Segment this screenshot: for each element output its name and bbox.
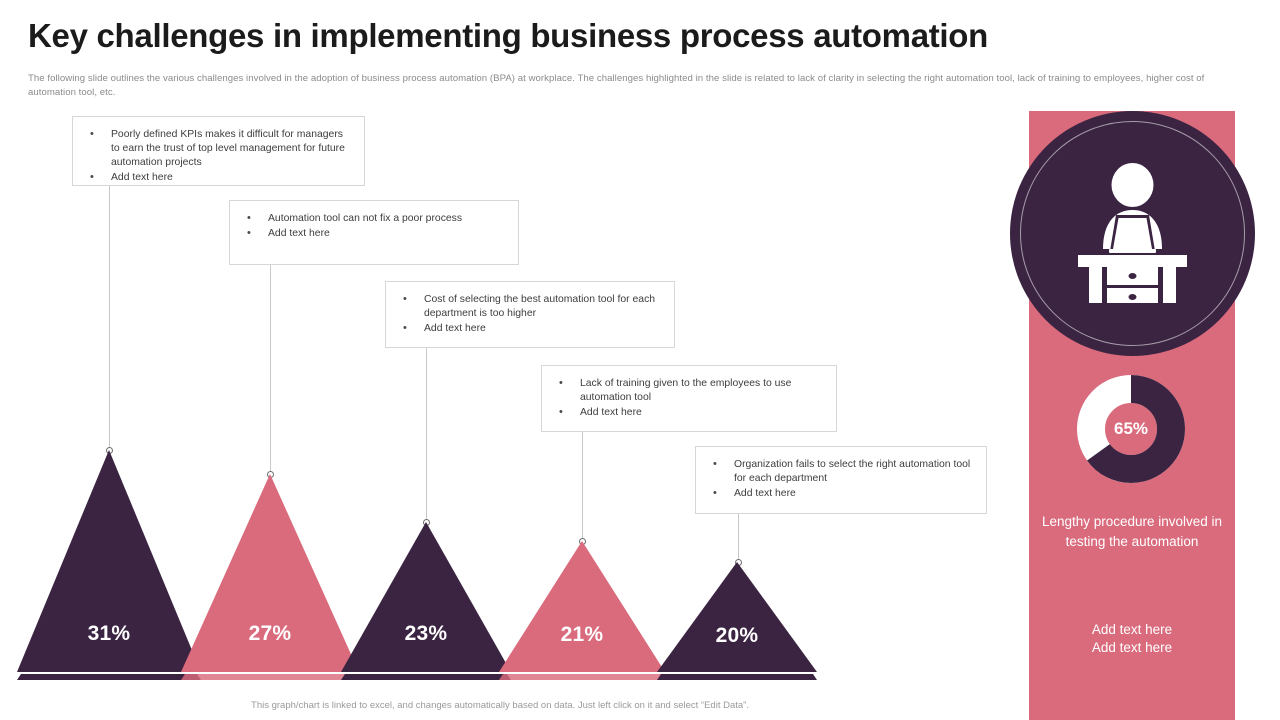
panel-caption: Lengthy procedure involved in testing th… [1041, 514, 1223, 549]
callout-bullet-list: Lack of training given to the employees … [554, 376, 824, 420]
chart-bar-label-4: 21% [560, 623, 604, 646]
list-item: Add text here [242, 226, 506, 241]
chart-bar-3[interactable]: 23% [341, 522, 511, 680]
connector-line-5 [738, 514, 739, 562]
list-item: Add text here [398, 321, 662, 336]
callout-bullet-list: Poorly defined KPIs makes it difficult f… [85, 127, 352, 185]
donut-chart-value: 65% [1113, 419, 1149, 438]
list-item: Add text here [554, 405, 824, 420]
connector-line-4 [582, 432, 583, 541]
page-title: Key challenges in implementing business … [28, 17, 989, 54]
donut-chart [1077, 375, 1185, 483]
triangle-shape [341, 522, 511, 680]
callout-box-2[interactable]: Automation tool can not fix a poor proce… [229, 200, 519, 265]
list-item: Lack of training given to the employees … [554, 376, 824, 405]
avatar-ring-decoration [1020, 121, 1245, 346]
chart-bar-1[interactable]: 31% [17, 450, 201, 680]
panel-add-text: Add text here Add text here [1036, 621, 1228, 657]
list-item: Automation tool can not fix a poor proce… [242, 211, 506, 226]
triangle-shape [657, 562, 817, 680]
callout-box-1[interactable]: Poorly defined KPIs makes it difficult f… [72, 116, 365, 186]
chart-bar-5[interactable]: 20% [657, 562, 817, 680]
list-item: Organization fails to select the right a… [708, 457, 974, 486]
chart-bar-label-2: 27% [248, 622, 292, 645]
callout-box-4[interactable]: Lack of training given to the employees … [541, 365, 837, 432]
page-subtitle: The following slide outlines the various… [28, 73, 1205, 98]
list-item: Add text here [85, 170, 352, 185]
panel-add-text-line-1: Add text here [1091, 622, 1173, 637]
list-item: Poorly defined KPIs makes it difficult f… [85, 127, 352, 170]
chart-bar-label-3: 23% [404, 622, 448, 645]
chart-bar-2[interactable]: 27% [181, 474, 359, 680]
callout-bullet-list: Automation tool can not fix a poor proce… [242, 211, 506, 241]
chart-bar-label-5: 20% [715, 624, 759, 647]
callout-bullet-list: Cost of selecting the best automation to… [398, 292, 662, 336]
triangle-shape [499, 541, 665, 680]
connector-line-3 [426, 348, 427, 522]
chart-bar-4[interactable]: 21% [499, 541, 665, 680]
triangle-shape [17, 450, 201, 680]
list-item: Add text here [708, 486, 974, 501]
callout-box-3[interactable]: Cost of selecting the best automation to… [385, 281, 675, 348]
triangle-shape [181, 474, 359, 680]
chart-bar-label-1: 31% [87, 622, 131, 645]
callout-box-5[interactable]: Organization fails to select the right a… [695, 446, 987, 514]
connector-line-2 [270, 265, 271, 474]
panel-add-text-line-2: Add text here [1091, 640, 1173, 656]
connector-line-1 [109, 186, 110, 450]
footer-note: This graph/chart is linked to excel, and… [251, 700, 749, 711]
list-item: Cost of selecting the best automation to… [398, 292, 662, 321]
callout-bullet-list: Organization fails to select the right a… [708, 457, 974, 501]
person-at-desk-icon [1078, 163, 1187, 303]
